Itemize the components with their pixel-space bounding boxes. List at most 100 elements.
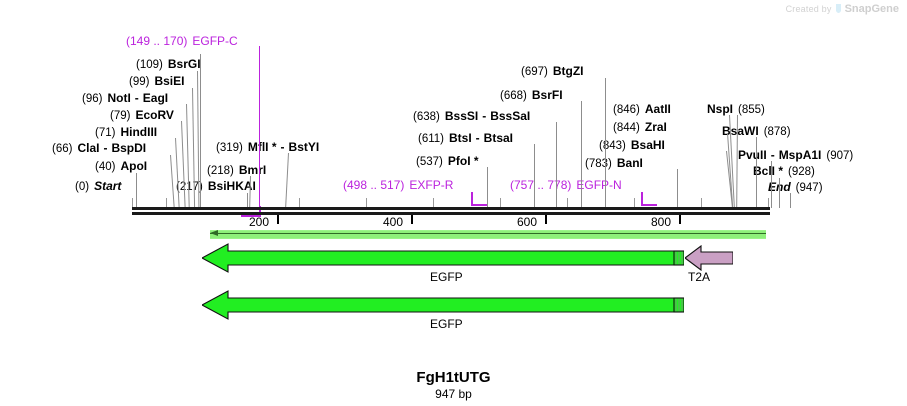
site-position: (79) xyxy=(110,110,131,122)
leader-line xyxy=(200,54,201,208)
name-separator: - xyxy=(134,91,139,105)
site-enzyme-name-alt: BssSaI xyxy=(490,109,531,123)
leader-line xyxy=(605,78,606,208)
site-label-aatii[interactable]: (846) AatII xyxy=(613,103,671,117)
site-enzyme-name: BtsI xyxy=(449,131,472,145)
site-label-bsahi[interactable]: (843) BsaHI xyxy=(599,139,665,153)
site-enzyme-name: BsrFI xyxy=(531,88,563,102)
primer-name: EGFP-N xyxy=(576,178,622,192)
primer-range: (498 .. 517) xyxy=(343,178,405,192)
site-label-bsssi-bsssai[interactable]: (638) BssSI - BssSaI xyxy=(413,110,530,124)
ruler-tick-label-400: 400 xyxy=(383,215,404,229)
site-label-clai-bspdi[interactable]: (66) ClaI - BspDI xyxy=(52,142,146,156)
primer-bracket-exfp-r[interactable] xyxy=(471,192,487,206)
site-label-btsi-btsai[interactable]: (611) BtsI - BtsaI xyxy=(418,132,513,146)
site-position: (537) xyxy=(416,156,443,168)
ruler-bottom-strand[interactable] xyxy=(132,212,770,215)
primer-bracket-egfp-c[interactable] xyxy=(241,206,261,218)
site-position: (99) xyxy=(129,76,150,88)
site-enzyme-name: BsrGI xyxy=(167,57,201,71)
primer-line-egfp-c xyxy=(259,46,260,214)
site-label-ecorv[interactable]: (79) EcoRV xyxy=(110,109,174,123)
site-label-btgzi[interactable]: (697) BtgZI xyxy=(521,65,584,79)
leader-line xyxy=(771,161,772,208)
site-label-end[interactable]: End (947) xyxy=(768,181,823,195)
feature-label-egfp-track2: EGFP xyxy=(430,317,463,331)
leader-line xyxy=(756,137,757,208)
primer-bracket-egfp-n[interactable] xyxy=(641,192,657,206)
site-label-zrai[interactable]: (844) ZraI xyxy=(613,121,667,135)
feature-arrow-egfp-track2[interactable] xyxy=(202,288,684,322)
site-enzyme-name-alt: BspDI xyxy=(111,141,147,155)
primer-label-egfp-n[interactable]: (757 .. 778) EGFP-N xyxy=(510,179,622,191)
leader-line xyxy=(534,144,535,208)
site-enzyme-name: ClaI xyxy=(77,141,100,155)
snapgene-logo-icon xyxy=(835,3,842,15)
site-position: (855) xyxy=(738,104,765,116)
translation-span-arrow[interactable] xyxy=(210,230,766,239)
ruler-tick-200 xyxy=(277,215,279,224)
primer-name: EXFP-R xyxy=(409,178,454,192)
site-label-bsihkai[interactable]: (217) BsiHKAI xyxy=(176,180,256,194)
site-label-apoi[interactable]: (40) ApoI xyxy=(95,160,147,174)
site-label-pvuii-mspa1i[interactable]: PvuII - MspA1I (907) xyxy=(738,149,853,163)
site-enzyme-name-alt: BstYI xyxy=(288,140,320,154)
site-label-bcli[interactable]: BclI * (928) xyxy=(753,165,815,179)
site-enzyme-name: PvuII xyxy=(738,148,767,162)
ruler-minor-tick xyxy=(634,198,635,208)
site-enzyme-name: BtgZI xyxy=(552,64,584,78)
site-label-bsrgi[interactable]: (109) BsrGI xyxy=(136,58,201,72)
construct-length: 947 bp xyxy=(435,387,472,401)
leader-line xyxy=(581,101,582,208)
ruler-tick-400 xyxy=(411,215,413,224)
site-label-hindiii[interactable]: (71) HindIII xyxy=(95,126,157,140)
site-label-noti-eagi[interactable]: (96) NotI - EagI xyxy=(82,92,168,106)
site-position: (843) xyxy=(599,140,626,152)
site-label-nspi[interactable]: NspI (855) xyxy=(707,103,765,117)
feature-arrow-egfp-track1[interactable] xyxy=(202,241,684,275)
site-enzyme-name-alt: EagI xyxy=(142,91,169,105)
site-position: (878) xyxy=(763,126,791,138)
site-position: (611) xyxy=(418,133,444,145)
site-enzyme-name: ApoI xyxy=(120,159,148,173)
site-label-pfoi[interactable]: (537) PfoI * xyxy=(416,155,479,169)
leader-line xyxy=(181,120,186,208)
site-label-bmri[interactable]: (218) BmrI xyxy=(207,164,266,178)
translation-core-line xyxy=(210,233,766,234)
feature-label-egfp-track1: EGFP xyxy=(430,270,463,284)
site-enzyme-name: NotI xyxy=(107,91,131,105)
name-separator: - xyxy=(482,109,487,123)
leader-line xyxy=(677,169,678,208)
site-position: (846) xyxy=(613,104,640,116)
feature-arrow-t2a[interactable] xyxy=(685,243,733,273)
site-position: (907) xyxy=(826,150,854,162)
primer-range: (149 .. 170) xyxy=(126,34,188,48)
translation-bar xyxy=(210,230,766,239)
ruler-minor-tick xyxy=(299,198,300,208)
ruler-minor-tick xyxy=(433,198,434,208)
leader-line xyxy=(136,173,137,208)
site-position: (638) xyxy=(413,111,440,123)
site-enzyme-name: BssSI xyxy=(444,109,479,123)
name-separator: - xyxy=(475,131,480,145)
ruler-top-strand[interactable] xyxy=(132,207,770,210)
primer-label-egfp-c[interactable]: (149 .. 170) EGFP-C xyxy=(126,35,238,47)
site-enzyme-name: BanI xyxy=(616,156,643,170)
leader-line xyxy=(779,178,780,208)
primer-label-exfp-r[interactable]: (498 .. 517) EXFP-R xyxy=(343,179,453,191)
site-enzyme-name: AatII xyxy=(644,102,671,116)
site-label-mfli-bstyi[interactable]: (319) MflI * - BstYI xyxy=(216,141,319,155)
site-position: (697) xyxy=(521,66,548,78)
site-position: (217) xyxy=(176,181,203,193)
ruler-tick-label-200: 200 xyxy=(249,215,270,229)
watermark-brand: SnapGene xyxy=(844,3,899,15)
site-label-bsawi[interactable]: BsaWI (878) xyxy=(722,125,791,139)
ruler-tick-label-800: 800 xyxy=(651,215,672,229)
site-label-start[interactable]: (0) Start xyxy=(75,180,121,194)
site-label-bsrfi[interactable]: (668) BsrFI xyxy=(500,89,563,103)
site-enzyme-name-alt: BtsaI xyxy=(483,131,514,145)
ruler-minor-tick xyxy=(166,198,167,208)
site-label-bani[interactable]: (783) BanI xyxy=(585,157,643,171)
site-label-bsiei[interactable]: (99) BsiEI xyxy=(129,75,184,89)
primer-name: EGFP-C xyxy=(192,34,238,48)
